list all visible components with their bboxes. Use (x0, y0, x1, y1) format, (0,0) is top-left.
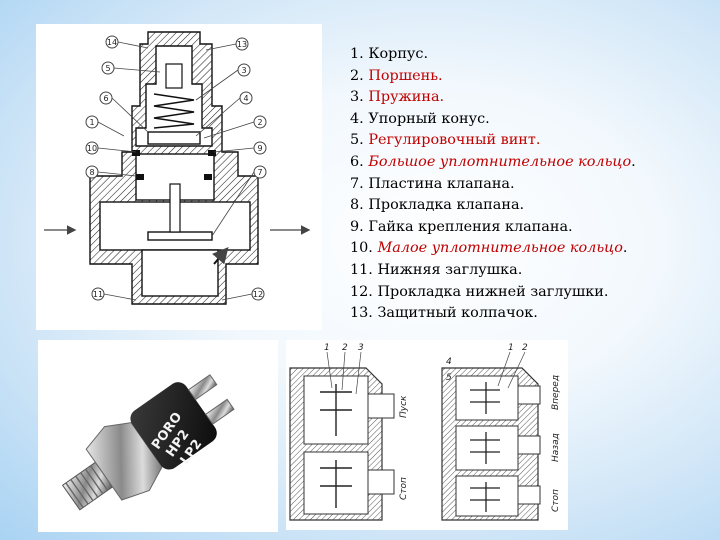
scheme-drawing: 1 2 3 Пуск Стоп 4 5 1 2 Вперед Назад Сто… (289, 343, 561, 521)
legend-item-number: 10. (350, 240, 373, 257)
legend-item-text: Прокладка клапана. (368, 197, 525, 214)
legend-item-number: 6. (350, 153, 364, 170)
callout-1: 1 (89, 118, 94, 127)
legend-item: 3. Пружина. (350, 87, 636, 109)
legend-item: 4. Упорный конус. (350, 109, 636, 131)
legend-item: 11. Нижняя заглушка. (350, 260, 636, 282)
legend-item-text: Защитный колпачок. (377, 305, 538, 322)
legend-item: 8. Прокладка клапана. (350, 195, 636, 217)
legend-item: 9. Гайка крепления клапана. (350, 217, 636, 239)
legend-item: 13. Защитный колпачок. (350, 303, 636, 325)
legend-item-text: Пластина клапана. (368, 175, 515, 192)
scheme-right-callout-5: 5 (446, 373, 452, 383)
legend-item-number: 7. (350, 175, 364, 192)
scheme-left-callout-3: 3 (358, 343, 364, 353)
legend-item-number: 9. (350, 218, 364, 235)
scheme-left-label-top: Пуск (399, 395, 409, 418)
callout-9: 9 (257, 144, 262, 153)
pressure-sensor-photo: PORO HP2 LP2 (38, 340, 278, 532)
legend-item-number: 13. (350, 305, 373, 322)
legend-item-text: Регулировочный винт. (368, 132, 541, 149)
legend-item-number: 5. (350, 132, 364, 149)
scheme-left-callout-2: 2 (342, 343, 348, 353)
callout-2: 2 (257, 118, 262, 127)
valve-cross-section: 14 13 5 3 6 4 1 2 10 9 8 7 11 12 (36, 24, 322, 330)
scheme-right-label-bottom: Стоп (551, 489, 561, 512)
legend-item-tail: . (622, 240, 628, 257)
legend-item: 10. Малое уплотнительное кольцо. (350, 238, 636, 260)
switch-schemes: 1 2 3 Пуск Стоп 4 5 1 2 Вперед Назад Сто… (286, 340, 568, 530)
callout-12: 12 (253, 290, 263, 299)
callout-14: 14 (107, 38, 117, 47)
legend-item: 1. Корпус. (350, 44, 636, 66)
legend-item: 7. Пластина клапана. (350, 174, 636, 196)
sensor-drawing: PORO HP2 LP2 (61, 374, 235, 511)
legend-item: 6. Большое уплотнительное кольцо. (350, 152, 636, 174)
scheme-right-callout-4: 4 (446, 357, 452, 367)
scheme-right-label-middle: Назад (551, 433, 561, 462)
callout-7: 7 (257, 168, 262, 177)
legend-item-text: Гайка крепления клапана. (368, 218, 573, 235)
scheme-right-callout-2: 2 (522, 343, 528, 353)
legend-item-text: Нижняя заглушка. (377, 261, 523, 278)
legend-item-text: Большое уплотнительное кольцо (368, 153, 632, 170)
callout-10: 10 (87, 144, 97, 153)
legend-item: 2. Поршень. (350, 66, 636, 88)
scheme-left-callout-1: 1 (324, 343, 330, 353)
callout-11: 11 (93, 290, 103, 299)
legend-item-number: 3. (350, 89, 364, 106)
scheme-right-label-top: Вперед (551, 375, 561, 410)
legend-item-text: Пружина. (368, 89, 445, 106)
legend-item: 5. Регулировочный винт. (350, 130, 636, 152)
scheme-left-label-bottom: Стоп (399, 477, 409, 500)
legend-item-text: Малое уплотнительное кольцо (377, 240, 623, 257)
callout-8: 8 (89, 168, 94, 177)
legend-item-text: Корпус. (368, 46, 429, 62)
legend-item-text: Прокладка нижней заглушки. (377, 283, 609, 300)
valve-drawing: 14 13 5 3 6 4 1 2 10 9 8 7 11 12 (44, 31, 311, 305)
legend-item-number: 1. (350, 46, 364, 62)
callout-3: 3 (241, 66, 246, 75)
legend-item-text: Упорный конус. (368, 110, 490, 127)
scheme-right-callout-1: 1 (508, 343, 514, 353)
legend-item: 12. Прокладка нижней заглушки. (350, 282, 636, 304)
parts-legend: 1. Корпус.2. Поршень.3. Пружина.4. Упорн… (350, 44, 636, 325)
legend-item-text: Поршень. (368, 67, 443, 84)
callout-4: 4 (243, 94, 248, 103)
legend-item-number: 2. (350, 67, 364, 84)
spring-drawing (153, 93, 195, 129)
callout-6: 6 (103, 94, 108, 103)
callout-5: 5 (105, 64, 110, 73)
legend-item-number: 4. (350, 110, 364, 127)
legend-item-number: 12. (350, 283, 373, 300)
legend-item-number: 8. (350, 197, 364, 214)
legend-item-number: 11. (350, 261, 373, 278)
callout-13: 13 (237, 40, 247, 49)
legend-item-tail: . (631, 153, 636, 170)
